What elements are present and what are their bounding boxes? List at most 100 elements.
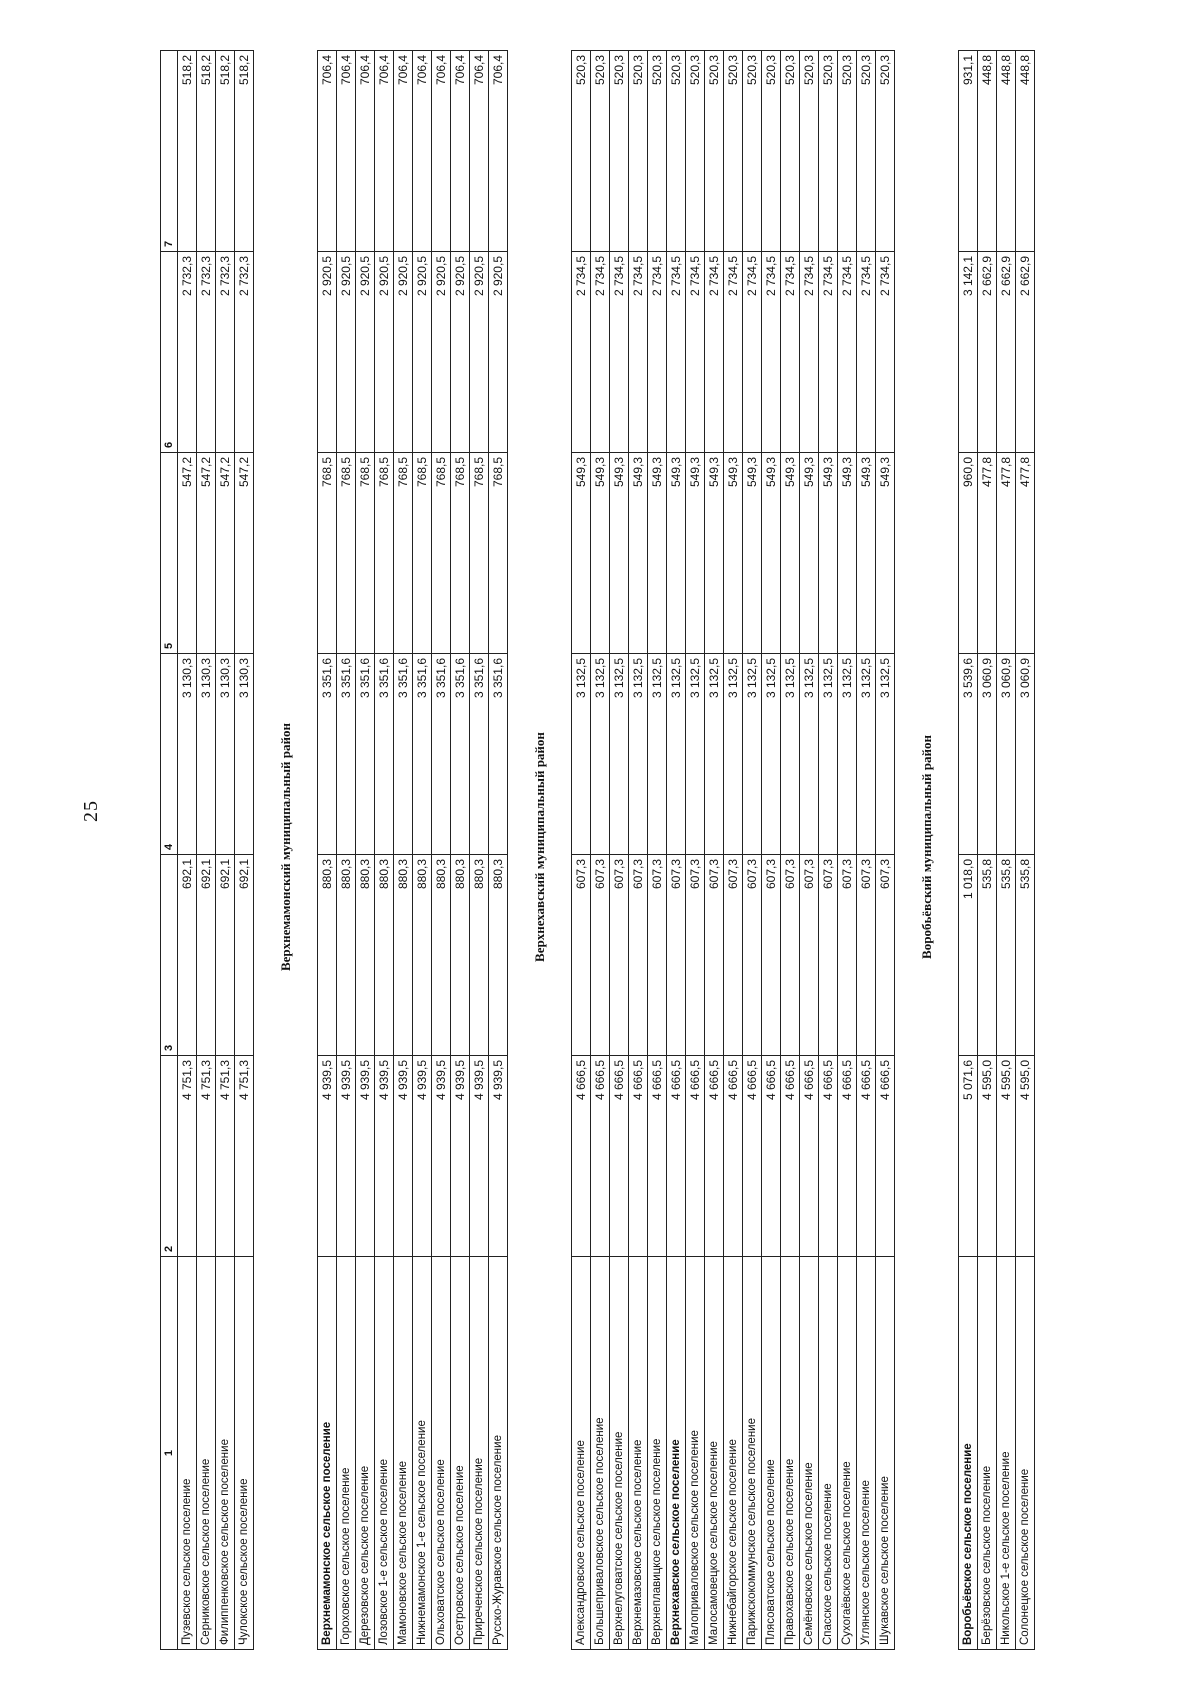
value-c4: 3 351,6 [355,653,375,855]
settlement-name: Пузевское сельское поселение [177,1256,197,1650]
value-c7: 520,3 [609,50,629,252]
value-c6: 2 734,5 [685,251,705,453]
value-c7: 706,4 [393,50,413,252]
value-c5: 549,3 [609,452,629,654]
value-c6: 2 734,5 [799,251,819,453]
value-c5: 477,8 [996,452,1016,654]
value-c2: 4 666,5 [590,1055,610,1257]
value-c6: 2 920,5 [431,251,451,453]
value-c7: 448,8 [1015,50,1035,252]
value-c3: 607,3 [780,854,800,1056]
value-c6: 2 732,3 [215,251,235,453]
value-c3: 692,1 [234,854,254,1056]
district-heading: Верхнемамонский муниципальный район [277,722,293,972]
value-c5: 549,3 [666,452,686,654]
value-c4: 3 132,5 [780,653,800,855]
value-c5: 768,5 [469,452,489,654]
settlement-name: Плясоватское сельское поселение [761,1256,781,1650]
value-c6: 2 920,5 [469,251,489,453]
value-c7: 706,4 [336,50,356,252]
value-c4: 3 351,6 [336,653,356,855]
value-c6: 2 734,5 [628,251,648,453]
value-c7: 520,3 [856,50,876,252]
value-c7: 520,3 [818,50,838,252]
value-c5: 768,5 [317,452,337,654]
value-c4: 3 132,5 [723,653,743,855]
value-c7: 520,3 [875,50,895,252]
value-c3: 535,8 [996,854,1016,1056]
value-c6: 2 920,5 [374,251,394,453]
value-c2: 4 939,5 [317,1055,337,1257]
value-c4: 3 130,3 [196,653,216,855]
value-c3: 607,3 [799,854,819,1056]
value-c3: 880,3 [412,854,432,1056]
value-c2: 4 666,5 [799,1055,819,1257]
settlement-name: Ольховатское сельское поселение [431,1256,451,1650]
settlement-name: Парижскокоммунское сельское поселение [742,1256,762,1650]
settlement-name: Углянское сельское поселение [856,1256,876,1650]
value-c2: 4 751,3 [215,1055,235,1257]
value-c5: 549,3 [780,452,800,654]
district-heading-row: Верхнехавский муниципальный район [508,51,572,1650]
value-c4: 3 130,3 [215,653,235,855]
settlement-name: Верхнемазовское сельское поселение [628,1256,648,1650]
value-c7: 520,3 [704,50,724,252]
district-heading-row: Воробьёвский муниципальный район [895,51,959,1650]
value-c3: 880,3 [393,854,413,1056]
value-c5: 549,3 [818,452,838,654]
value-c7: 448,8 [996,50,1016,252]
column-header-1: 1 [160,1256,178,1650]
value-c4: 3 351,6 [393,653,413,855]
value-c6: 3 142,1 [958,251,978,453]
value-c6: 2 920,5 [317,251,337,453]
value-c6: 2 734,5 [780,251,800,453]
value-c6: 2 920,5 [355,251,375,453]
value-c4: 3 132,5 [609,653,629,855]
value-c4: 3 351,6 [450,653,470,855]
value-c3: 607,3 [685,854,705,1056]
value-c6: 2 734,5 [609,251,629,453]
value-c3: 607,3 [666,854,686,1056]
settlement-name: Дерезовское сельское поселение [355,1256,375,1650]
settlement-name: Серниковское сельское поселение [196,1256,216,1650]
value-c5: 547,2 [196,452,216,654]
value-c6: 2 920,5 [450,251,470,453]
value-c3: 607,3 [818,854,838,1056]
value-c2: 4 939,5 [412,1055,432,1257]
value-c7: 520,3 [723,50,743,252]
value-c6: 2 734,5 [571,251,591,453]
value-c5: 768,5 [431,452,451,654]
value-c4: 3 060,9 [996,653,1016,855]
settlement-name: Солонецкое сельское поселение [1015,1256,1035,1650]
value-c7: 706,4 [412,50,432,252]
value-c3: 880,3 [336,854,356,1056]
value-c3: 692,1 [196,854,216,1056]
value-c2: 4 666,5 [647,1055,667,1257]
settlement-name: Берёзовское сельское поселение [977,1256,997,1650]
page-number: 25 [80,800,102,822]
value-c2: 4 751,3 [177,1055,197,1257]
value-c5: 549,3 [761,452,781,654]
settlement-name: Мамоновское сельское поселение [393,1256,413,1650]
value-c5: 547,2 [177,452,197,654]
value-c3: 880,3 [431,854,451,1056]
value-c4: 3 351,6 [488,653,508,855]
value-c5: 768,5 [488,452,508,654]
value-c4: 3 132,5 [761,653,781,855]
value-c3: 880,3 [355,854,375,1056]
value-c2: 4 939,5 [374,1055,394,1257]
value-c4: 3 060,9 [1015,653,1035,855]
value-c7: 520,3 [666,50,686,252]
value-c3: 607,3 [761,854,781,1056]
value-c7: 520,3 [742,50,762,252]
value-c5: 549,3 [837,452,857,654]
value-c5: 768,5 [412,452,432,654]
value-c6: 2 662,9 [977,251,997,453]
